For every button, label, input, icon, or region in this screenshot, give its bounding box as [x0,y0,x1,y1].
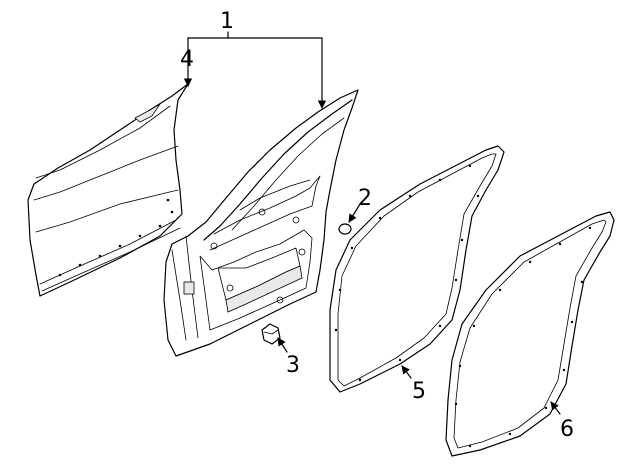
callout-2: 2 [358,186,372,211]
shell-holes [210,208,306,304]
plug [338,223,352,235]
leader-lines [183,31,561,415]
panel-rivets [58,198,174,277]
weatherstrip-clips [334,164,480,382]
callout-6: 6 [560,417,574,442]
callout-1: 1 [220,9,234,34]
weatherstrip-body [329,145,505,393]
callout-3: 3 [286,353,300,378]
stopper [261,323,281,345]
callout-4: 4 [180,47,194,72]
callout-5: 5 [412,379,426,404]
weatherstrip-door [445,211,615,457]
weatherstrip-door-clips [454,226,592,448]
door-outer-panel [27,83,189,297]
door-shell [163,89,359,357]
